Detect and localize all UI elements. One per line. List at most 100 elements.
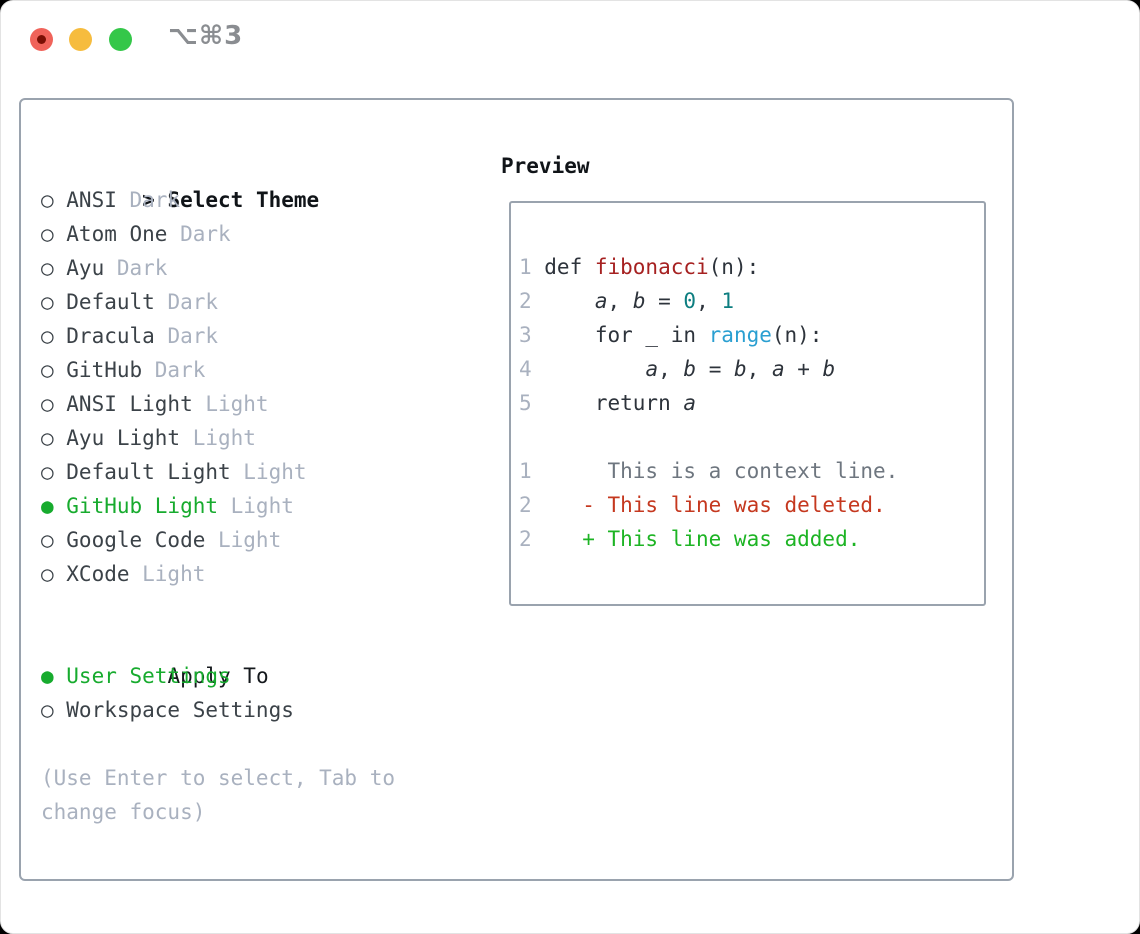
radio-unselected-icon: ○ (41, 358, 54, 382)
code-token-plain: , (696, 289, 722, 313)
theme-option-label: ANSI (66, 188, 117, 212)
radio-unselected-icon: ○ (41, 698, 54, 722)
line-number: 3 (519, 323, 532, 347)
theme-variant-label: Dark (167, 290, 219, 314)
radio-unselected-icon: ○ (41, 290, 54, 314)
code-token-plain (544, 357, 645, 381)
theme-option-label: Ayu Light (66, 426, 181, 450)
theme-variant-label: Light (205, 392, 269, 416)
apply-to-title: Apply To (167, 664, 269, 688)
code-token-context: This is a context line. (544, 459, 899, 483)
radio-unselected-icon: ○ (41, 222, 54, 246)
spacer (41, 591, 486, 625)
minimize-button-icon[interactable] (69, 28, 92, 51)
apply-to-header: Apply To (41, 625, 486, 688)
theme-option-label: Default (66, 290, 155, 314)
theme-variant-label: Dark (154, 358, 206, 382)
preview-title: Preview (501, 154, 590, 178)
help-text: (Use Enter to select, Tab to change focu… (41, 766, 396, 824)
radio-unselected-icon: ○ (41, 392, 54, 416)
line-number: 1 (519, 459, 532, 483)
preview-line: 2 - This line was deleted. (519, 488, 984, 522)
theme-option-label: Default Light (66, 460, 231, 484)
theme-variant-label: Dark (167, 324, 219, 348)
preview-line (519, 420, 984, 454)
code-token-func: fibonacci (594, 255, 709, 279)
code-token-plain: = (696, 357, 734, 381)
code-token-plain: (n): (708, 255, 760, 279)
code-token-var: a (594, 289, 608, 313)
theme-option-label: GitHub (66, 358, 143, 382)
code-token-var: a (771, 357, 785, 381)
theme-option-label: Dracula (66, 324, 155, 348)
code-token-var: b (733, 357, 747, 381)
code-token-plain: + (784, 357, 823, 381)
code-token-var: b (683, 357, 697, 381)
code-token-builtin: range (708, 323, 772, 347)
theme-option-label: Atom One (66, 222, 168, 246)
apply-to-option-label: User Settings (66, 664, 231, 688)
theme-variant-label: Dark (116, 256, 168, 280)
theme-option[interactable]: ○ GitHub Dark (41, 353, 486, 387)
prompt-icon: > (142, 188, 155, 212)
radio-unselected-icon: ○ (41, 256, 54, 280)
apply-to-list: ●User Settings ○ Workspace Settings (41, 659, 486, 727)
apply-to-option-label: Workspace Settings (66, 698, 294, 722)
code-token-var: b (632, 289, 646, 313)
radio-unselected-icon: ○ (41, 426, 54, 450)
preview-line: 4 a, b = b, a + b (519, 352, 984, 386)
radio-selected-icon: ● (41, 494, 54, 518)
code-token-plain: return (544, 391, 684, 415)
theme-variant-label: Light (142, 562, 206, 586)
spacer (41, 727, 486, 761)
code-token-num: 1 (721, 289, 735, 313)
code-token-plain: (n): (771, 323, 823, 347)
theme-option[interactable]: ○ Ayu Dark (41, 251, 486, 285)
line-number: 2 (519, 493, 532, 517)
line-number: 1 (519, 255, 532, 279)
line-number: 5 (519, 391, 532, 415)
preview-line: 2 + This line was added. (519, 522, 984, 556)
code-token-num: 0 (683, 289, 697, 313)
zoom-button-icon[interactable] (109, 28, 132, 51)
theme-option[interactable]: ○ Ayu Light Light (41, 421, 486, 455)
code-token-var: a (645, 357, 659, 381)
theme-option-label: Google Code (66, 528, 206, 552)
code-token-added: + This line was added. (544, 527, 861, 551)
line-number: 2 (519, 527, 532, 551)
theme-variant-label: Light (243, 460, 307, 484)
code-token-var: a (683, 391, 697, 415)
apply-to-option[interactable]: ●User Settings (41, 659, 486, 693)
code-token-plain: , (607, 289, 633, 313)
theme-option[interactable]: ○ Default Dark (41, 285, 486, 319)
theme-variant-label: Light (192, 426, 256, 450)
radio-unselected-icon: ○ (41, 188, 54, 212)
code-token-plain: , (658, 357, 684, 381)
titlebar-shortcut-label: ⌥⌘3 (168, 21, 244, 51)
code-token-plain: , (746, 357, 772, 381)
theme-option-label: GitHub Light (66, 494, 218, 518)
code-token-plain (544, 289, 595, 313)
code-token-deleted: - This line was deleted. (544, 493, 886, 517)
code-token-plain: for _ in (544, 323, 709, 347)
theme-option-label: Ayu (66, 256, 105, 280)
code-token-plain: = (645, 289, 684, 313)
close-button-icon[interactable] (30, 28, 53, 51)
apply-to-option[interactable]: ○ Workspace Settings (41, 693, 486, 727)
preview-line: 1 This is a context line. (519, 454, 984, 488)
code-token-var: b (822, 357, 836, 381)
